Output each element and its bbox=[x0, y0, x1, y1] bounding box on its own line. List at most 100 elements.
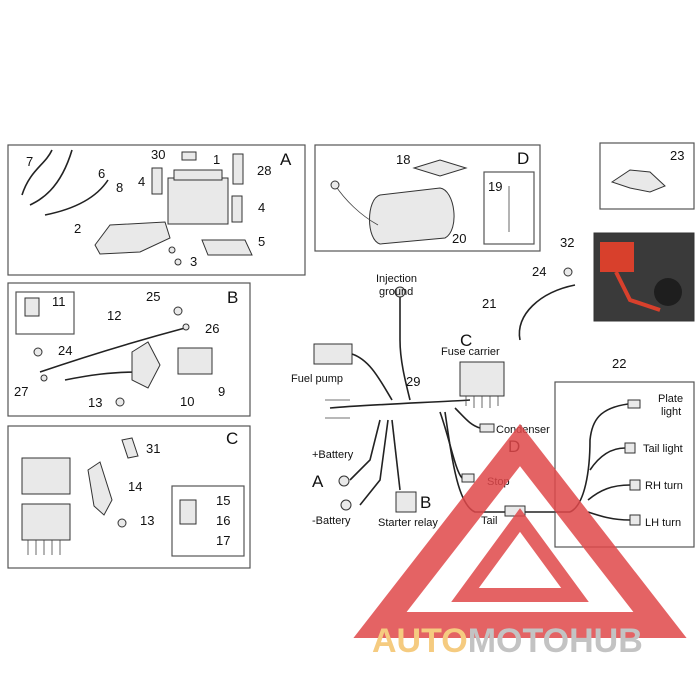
label-injection-line2: ground bbox=[379, 286, 413, 298]
label-plate-line2: light bbox=[661, 406, 681, 418]
fuse-box-15-17 bbox=[171, 485, 245, 557]
callout-2: 2 bbox=[74, 221, 81, 236]
condenser-connector bbox=[479, 423, 495, 433]
clip-part-31 bbox=[121, 437, 139, 459]
callout-24m: 24 bbox=[532, 264, 546, 279]
pad-part-4b bbox=[231, 195, 243, 223]
fuse-part-15 bbox=[179, 499, 197, 525]
injection-ground-wire bbox=[399, 292, 411, 401]
panel-23: 23 bbox=[599, 142, 695, 210]
callout-16: 16 bbox=[216, 513, 230, 528]
photo-red-wire bbox=[614, 271, 661, 312]
rh-turn-wire bbox=[587, 484, 631, 501]
callout-15: 15 bbox=[216, 493, 230, 508]
callout-19: 19 bbox=[488, 179, 502, 194]
bracket-part-18 bbox=[412, 159, 468, 177]
bolt-part-30 bbox=[181, 151, 197, 161]
plus-battery-wire bbox=[349, 419, 381, 481]
watermark-inner-triangle bbox=[451, 508, 589, 602]
label-injection-ground: Injection ground bbox=[376, 273, 420, 298]
label-fuse-carrier: Fuse carrier bbox=[441, 346, 500, 358]
label-injection-line1: Injection bbox=[376, 273, 417, 285]
label-plate-light: Plate light bbox=[658, 393, 686, 418]
callout-24: 24 bbox=[58, 343, 72, 358]
tail-light-connector bbox=[624, 442, 636, 454]
fuel-pump-connector bbox=[313, 343, 353, 365]
label-plate-line1: Plate bbox=[658, 393, 683, 405]
rh-turn-connector bbox=[629, 479, 641, 491]
screw-part-3b bbox=[174, 258, 182, 266]
condenser-part-20 bbox=[369, 187, 455, 245]
bolt-part-25 bbox=[173, 306, 183, 316]
callout-26: 26 bbox=[205, 321, 219, 336]
callout-25: 25 bbox=[146, 289, 160, 304]
panel-c-letter: C bbox=[226, 429, 238, 448]
callout-21: 21 bbox=[482, 296, 496, 311]
pad-part-4a bbox=[151, 167, 163, 195]
lh-turn-wire bbox=[587, 511, 631, 521]
photo-red-connector bbox=[600, 242, 634, 272]
clip-part-23 bbox=[610, 169, 666, 193]
callout-20: 20 bbox=[452, 231, 466, 246]
callout-31: 31 bbox=[146, 441, 160, 456]
callout-12: 12 bbox=[107, 308, 121, 323]
condenser-terminal bbox=[330, 180, 340, 190]
panel-d: D 18 19 20 bbox=[314, 144, 541, 252]
callout-4a: 4 bbox=[138, 174, 145, 189]
bolt-part-24 bbox=[33, 347, 43, 357]
callout-13: 13 bbox=[88, 395, 102, 410]
panel-22-frame bbox=[554, 381, 695, 548]
label-minus-battery: -Battery bbox=[312, 515, 351, 527]
plate-light-connector bbox=[627, 399, 641, 409]
panel-b: B 11 25 12 26 24 27 13 10 9 bbox=[7, 282, 251, 417]
label-tail: Tail bbox=[481, 515, 498, 527]
callout-8: 8 bbox=[116, 180, 123, 195]
watermark-auto: AUTO bbox=[372, 622, 468, 660]
panel-a-frame bbox=[7, 144, 306, 276]
label-tail-light: Tail light bbox=[643, 443, 683, 455]
fuse-carrier-pins bbox=[27, 540, 61, 555]
label-starter-relay: Starter relay bbox=[378, 517, 438, 529]
cable-part-6 bbox=[29, 149, 73, 206]
lh-turn-connector bbox=[629, 514, 641, 526]
pad-part-28 bbox=[232, 153, 244, 185]
panel-b-letter: B bbox=[227, 288, 238, 307]
watermark-hub: HUB bbox=[569, 622, 643, 660]
callout-23: 23 bbox=[670, 148, 684, 163]
starter-relay-connector bbox=[395, 491, 417, 513]
fuel-pump-wire bbox=[351, 353, 393, 401]
screw-part-13 bbox=[117, 518, 127, 528]
plus-battery-terminal bbox=[338, 475, 350, 487]
starter-relay-wire bbox=[391, 419, 401, 491]
callout-5: 5 bbox=[258, 234, 265, 249]
fuse-box-11 bbox=[15, 291, 75, 335]
cable-part-21 bbox=[518, 284, 576, 341]
callout-9: 9 bbox=[218, 384, 225, 399]
watermark-moto: MOTO bbox=[468, 622, 569, 660]
harness-break bbox=[325, 399, 350, 419]
callout-17: 17 bbox=[216, 533, 230, 548]
bracket-part-10 bbox=[131, 341, 161, 389]
photo-component bbox=[654, 278, 682, 306]
cable-part-10 bbox=[64, 371, 141, 381]
callout-28: 28 bbox=[257, 163, 271, 178]
panel-d-frame bbox=[314, 144, 541, 252]
cable-21-group: 24 21 bbox=[482, 264, 576, 341]
hose-part-7 bbox=[21, 149, 53, 196]
callout-6: 6 bbox=[98, 166, 105, 181]
minus-battery-wire bbox=[359, 419, 389, 506]
callout-29: 29 bbox=[406, 374, 420, 389]
label-lh-turn: LH turn bbox=[645, 517, 681, 529]
cable-part-12 bbox=[39, 327, 186, 373]
sub-harness-22: 22 Plate light Tail light RH turn LH tur… bbox=[554, 356, 695, 548]
panel-c: C 31 14 13 15 16 17 bbox=[7, 425, 251, 569]
main-letter-a: A bbox=[312, 472, 324, 491]
mat-part-5 bbox=[201, 239, 253, 256]
fuse-carrier-connector bbox=[459, 361, 505, 397]
photo-32: 32 bbox=[560, 232, 695, 322]
panel-b-frame bbox=[7, 282, 251, 417]
callout-22: 22 bbox=[612, 356, 626, 371]
label-fuel-pump: Fuel pump bbox=[291, 373, 343, 385]
stop-connector bbox=[461, 473, 475, 483]
